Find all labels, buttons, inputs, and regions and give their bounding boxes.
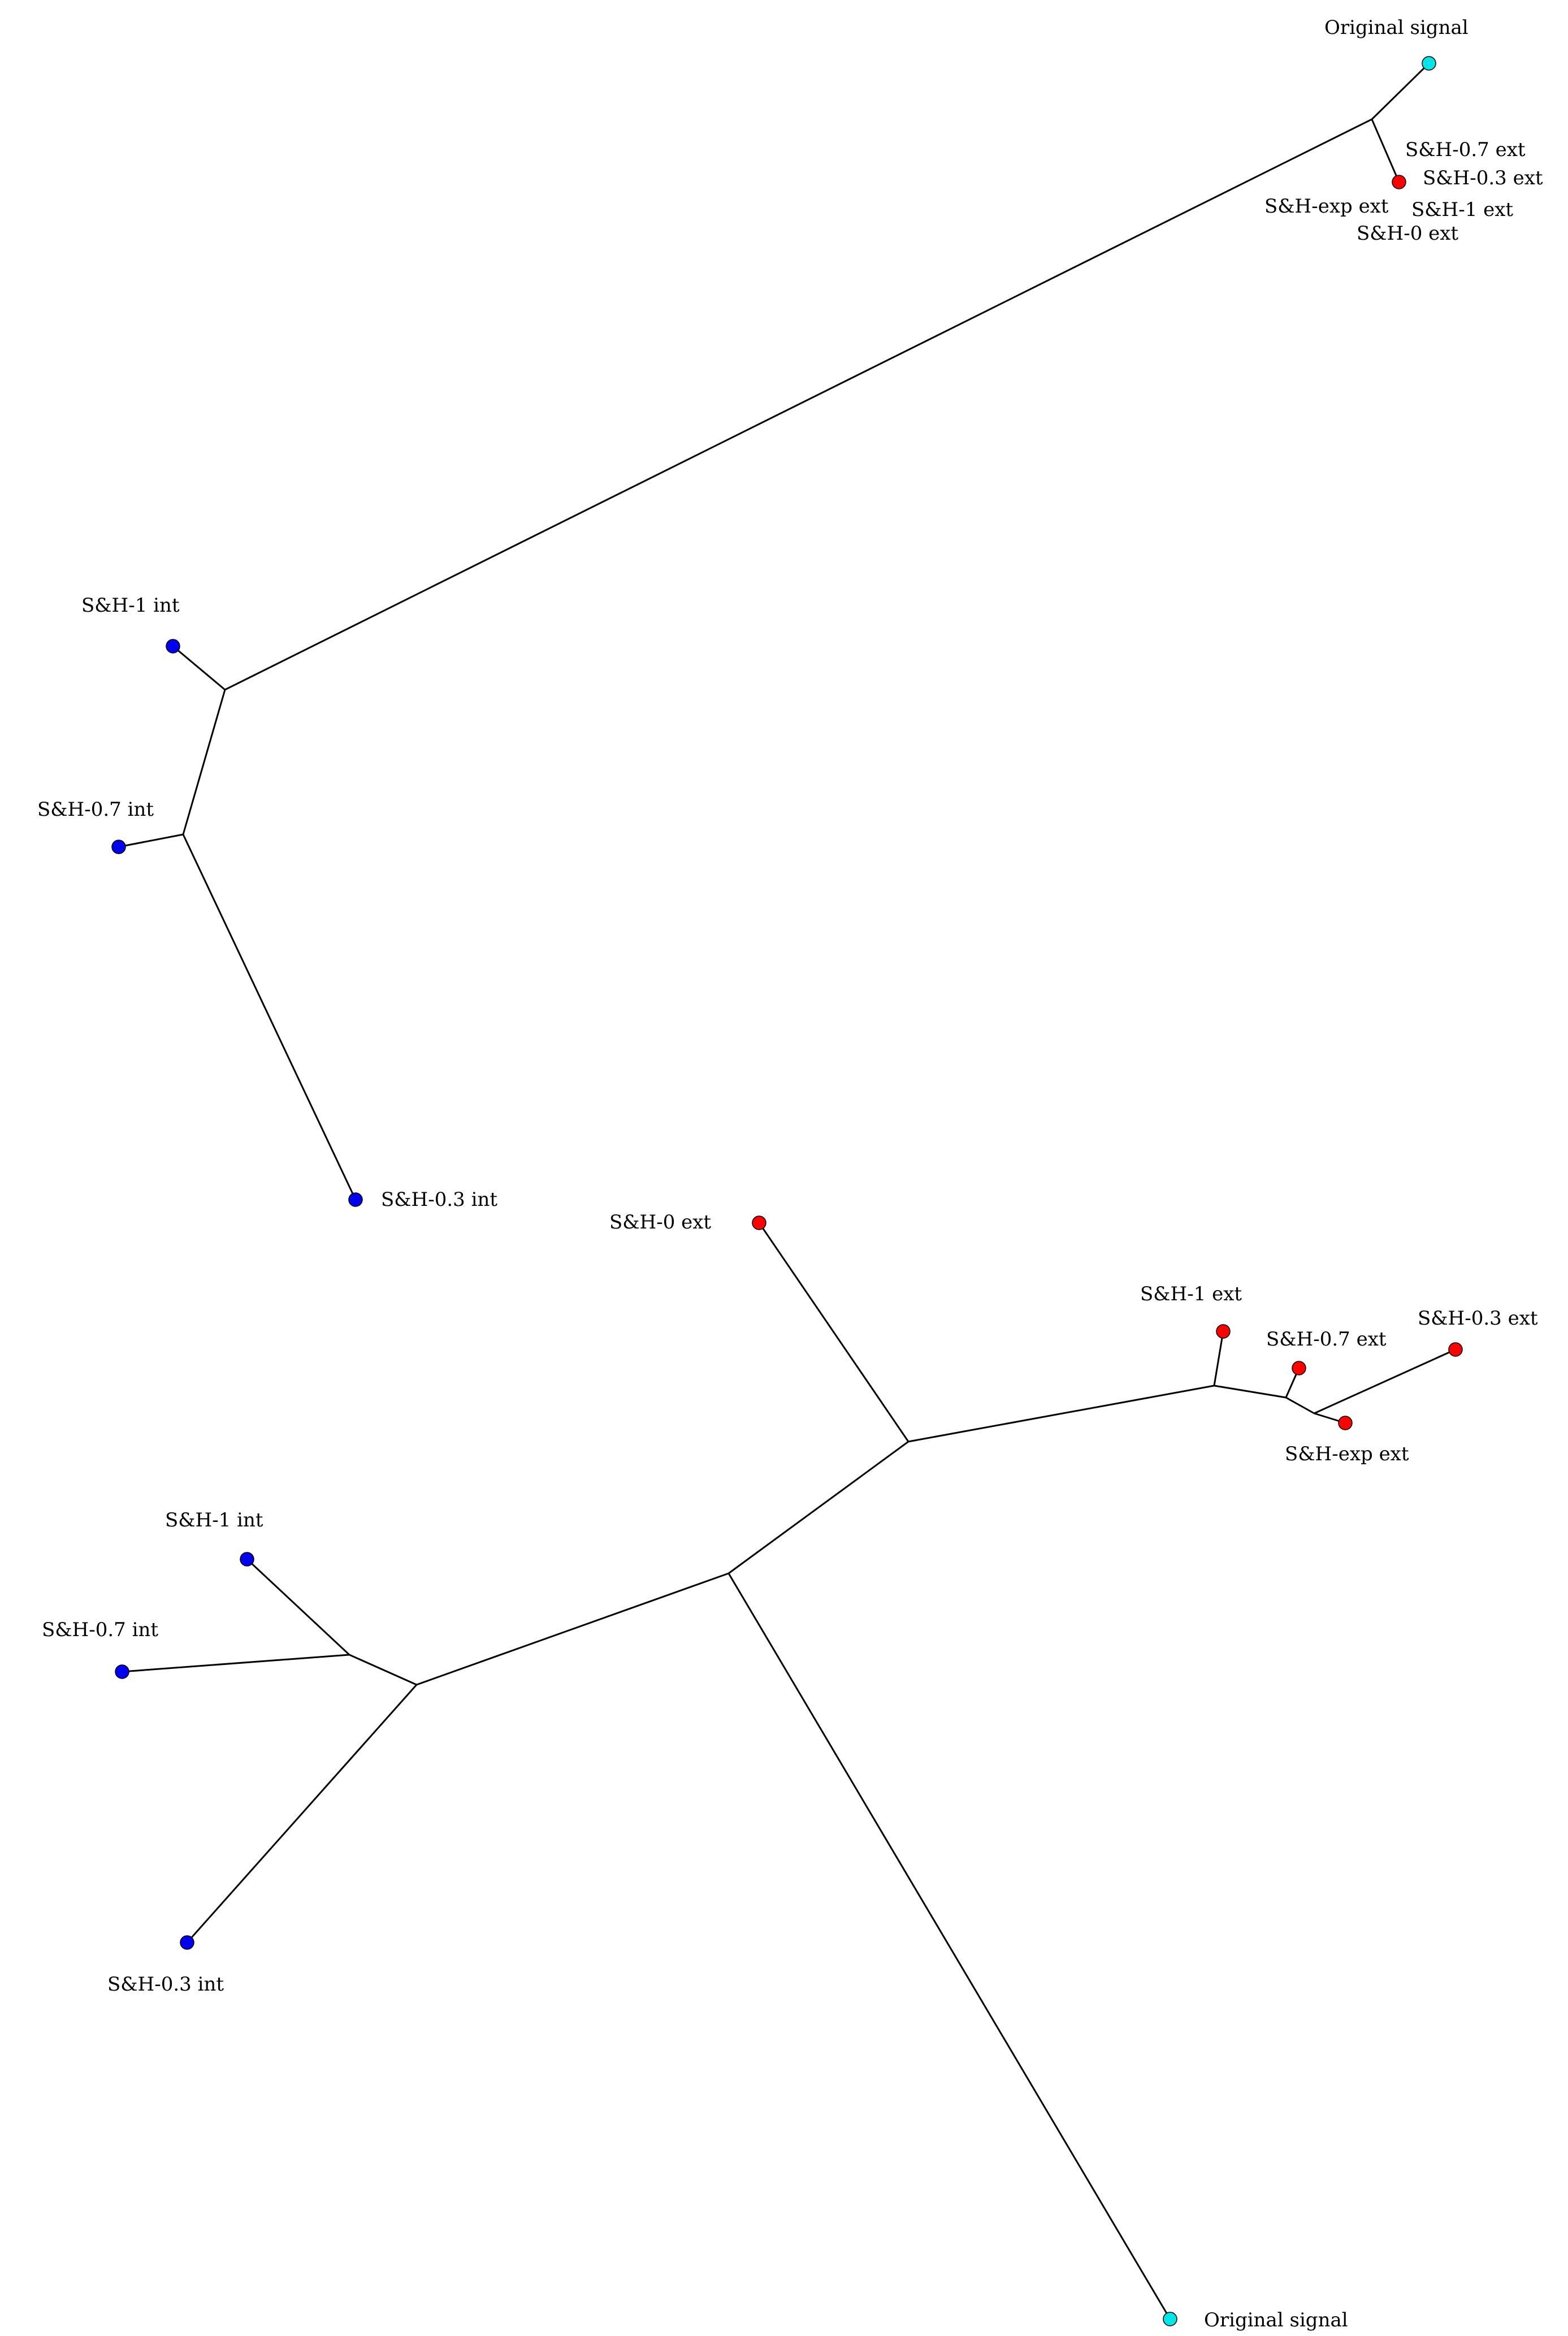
tree-bottom-leaves (115, 1215, 1463, 2326)
edge (122, 1654, 350, 1673)
edge (1214, 1385, 1287, 1399)
leaf-label-sh-03-ext: S&H-0.3 ext (1423, 167, 1543, 189)
leaf-node-sh-07-int (111, 840, 126, 854)
leaf-node-sh-1-int (240, 1552, 254, 1567)
leaf-label-sh-03-ext: S&H-0.3 ext (1418, 1307, 1538, 1330)
tree-top-edges (118, 62, 1430, 1200)
leaf-label-sh-07-ext: S&H-0.7 ext (1266, 1328, 1387, 1351)
tree-top-labels: Original signal S&H-0.7 ext S&H-0.3 ext … (37, 16, 1543, 1211)
edge (224, 118, 1372, 691)
edge (1371, 119, 1400, 183)
edge (182, 834, 357, 1200)
leaf-node-sh-1-ext (1216, 1324, 1231, 1339)
leaf-label-sh-1-ext: S&H-1 ext (1411, 198, 1513, 221)
tree-top-leaves (111, 56, 1436, 1207)
edge (1285, 1396, 1315, 1414)
leaf-label-sh-exp-ext: S&H-exp ext (1264, 195, 1389, 218)
edge (727, 1573, 1171, 2320)
leaf-label-original-signal: Original signal (1204, 2309, 1348, 2331)
leaf-node-sh-07-int (115, 1664, 129, 1679)
tree-bottom-labels: S&H-0 ext S&H-1 ext S&H-0.7 ext S&H-0.3 … (42, 1211, 1538, 2331)
edge (1371, 62, 1430, 120)
edge (172, 645, 226, 691)
leaf-label-sh-1-int: S&H-1 int (165, 1509, 263, 1532)
edge (118, 833, 184, 848)
leaf-label-sh-1-int: S&H-1 int (81, 594, 180, 617)
leaf-label-sh-03-int: S&H-0.3 int (381, 1188, 497, 1211)
edge (908, 1385, 1215, 1443)
leaf-node-sh-03-ext (1448, 1342, 1463, 1357)
leaf-node-ext-cluster (1392, 175, 1406, 189)
leaf-node-original-signal (1422, 56, 1436, 71)
edge (186, 1684, 418, 1943)
edge (1213, 1331, 1224, 1386)
leaf-node-original-signal (1163, 2312, 1177, 2326)
leaf-label-sh-07-int: S&H-0.7 int (37, 798, 154, 821)
edge (1314, 1348, 1456, 1414)
leaf-node-sh-1-int (166, 639, 180, 654)
leaf-node-sh-03-int (180, 1935, 194, 1950)
leaf-label-sh-0-ext: S&H-0 ext (1357, 222, 1458, 245)
leaf-node-sh-exp-ext (1338, 1416, 1353, 1430)
leaf-label-sh-0-ext: S&H-0 ext (609, 1211, 711, 1234)
edge (182, 689, 226, 835)
leaf-label-sh-07-int: S&H-0.7 int (42, 1619, 158, 1641)
leaf-node-sh-03-int (348, 1192, 363, 1207)
leaf-label-sh-exp-ext: S&H-exp ext (1285, 1443, 1409, 1465)
edge (349, 1654, 417, 1686)
tree-bottom: S&H-0 ext S&H-1 ext S&H-0.7 ext S&H-0.3 … (42, 1211, 1538, 2331)
leaf-node-sh-0-ext (752, 1215, 766, 1230)
edge (728, 1440, 909, 1574)
edge (758, 1222, 909, 1442)
tree-bottom-edges (122, 1222, 1456, 2320)
leaf-label-sh-1-ext: S&H-1 ext (1140, 1283, 1242, 1305)
leaf-node-sh-07-ext (1292, 1361, 1306, 1375)
edge (246, 1558, 350, 1656)
edge (416, 1572, 729, 1686)
leaf-label-sh-07-ext: S&H-0.7 ext (1405, 139, 1526, 161)
leaf-label-sh-03-int: S&H-0.3 int (107, 1973, 224, 1996)
tree-top: Original signal S&H-0.7 ext S&H-0.3 ext … (37, 16, 1543, 1211)
leaf-label-original-signal: Original signal (1324, 16, 1469, 39)
